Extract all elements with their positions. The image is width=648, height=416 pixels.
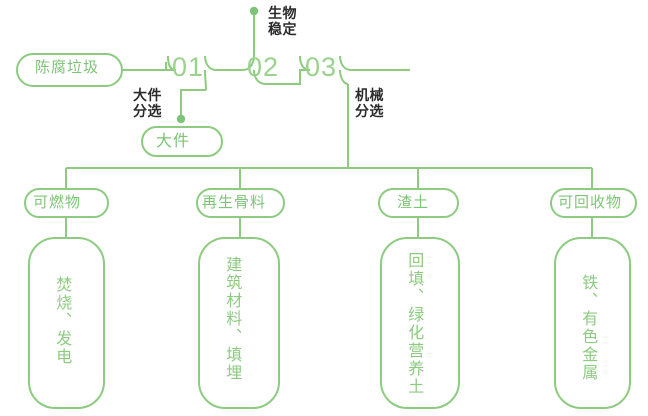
- use-box-shape-1: [28, 237, 105, 409]
- use-box-shape-3: [380, 237, 460, 409]
- material-pill-shape-4: [550, 188, 637, 218]
- stage-01-right-arc: [204, 55, 217, 71]
- material-pill-label-2[interactable]: 再生骨料: [202, 194, 267, 211]
- use-box-label-4: 铁、有色金属: [579, 274, 597, 382]
- biostable-connector-dot: [249, 6, 259, 16]
- stage-01-bottom-arc: [204, 69, 207, 91]
- stage-03-bottom-arc: [339, 69, 349, 85]
- input-pill-label[interactable]: 陈腐垃圾: [35, 59, 100, 76]
- connector-input-to-01: [122, 62, 176, 71]
- stage-03-process-label: 机械 分选: [355, 87, 384, 119]
- bulk-output-pill-shape: [141, 126, 223, 157]
- material-pill-label-4[interactable]: 可回收物: [558, 194, 623, 211]
- stage-02-left-arc: [242, 54, 255, 71]
- use-box-label-1: 焚烧、发电: [53, 276, 71, 366]
- connector-01-to-bulk: [180, 89, 206, 119]
- material-pill-label-1[interactable]: 可燃物: [33, 194, 82, 211]
- stage-02-process-label: 生物 稳定: [268, 5, 297, 37]
- stage-01-left-arc: [167, 55, 177, 71]
- stage-03-right-arc: [339, 55, 352, 71]
- use-box-shape-4: [554, 237, 631, 409]
- material-pill-label-3[interactable]: 渣土: [397, 194, 430, 211]
- stage-03-left-arc: [299, 55, 311, 71]
- stage-number-03[interactable]: 03: [305, 52, 338, 82]
- use-box-shape-2: [198, 237, 280, 409]
- stage-number-02[interactable]: 02: [247, 52, 280, 82]
- connector-02-to-03: [266, 69, 310, 85]
- stage-02-bottom-arc: [253, 69, 267, 85]
- bulk-connector-dot: [176, 114, 186, 124]
- stage-number-01[interactable]: 01: [172, 52, 205, 82]
- stage-01-process-label: 大件 分选: [133, 87, 162, 119]
- use-box-label-3: 回填、绿化营养土: [405, 252, 423, 396]
- use-box-label-2: 建筑材料、填埋: [223, 256, 241, 382]
- bulk-output-pill-label[interactable]: 大件: [156, 133, 191, 150]
